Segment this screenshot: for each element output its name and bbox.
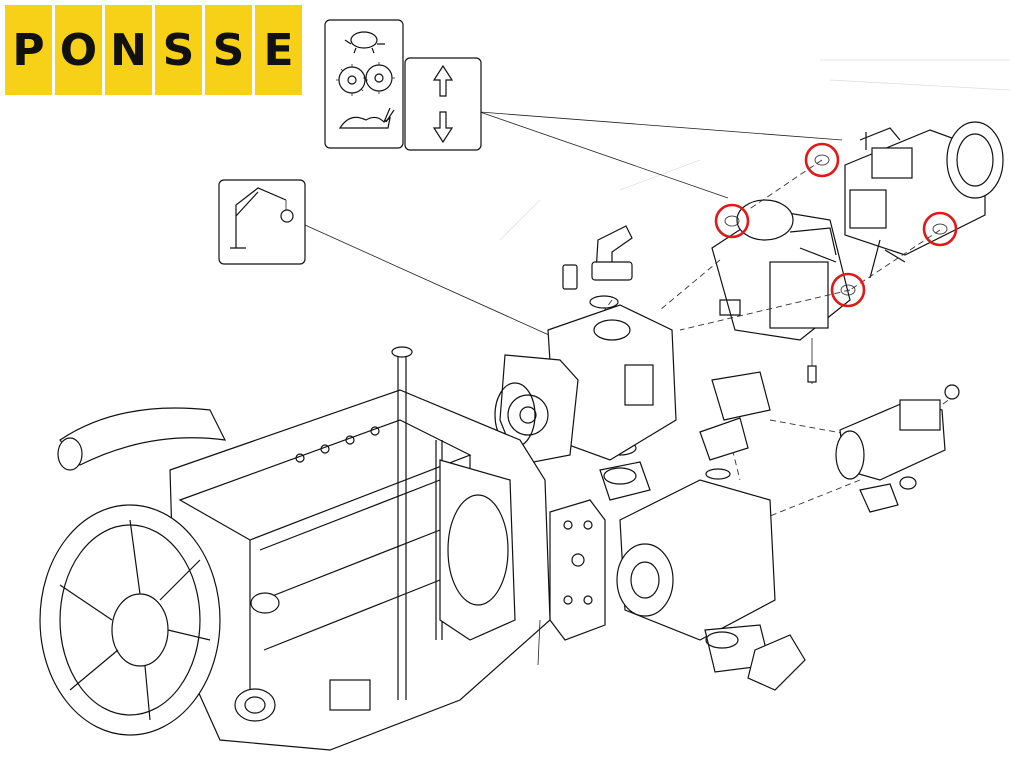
control-pump-unit xyxy=(711,199,851,384)
up-down-arrows-icon xyxy=(404,57,482,151)
ponsse-logo: P O N S S E xyxy=(5,5,302,95)
logo-letter: P xyxy=(12,24,45,76)
hydraulic-elbow-fittings xyxy=(562,225,771,480)
leader-lines xyxy=(304,111,843,341)
gear-pump xyxy=(835,384,960,513)
logo-letter: S xyxy=(162,24,195,76)
logo-letter: E xyxy=(263,24,294,76)
pump-adapter-plate xyxy=(549,499,606,641)
o-ring-highlights xyxy=(714,142,958,308)
crane-icon xyxy=(218,179,306,265)
variable-displacement-pump xyxy=(844,121,1004,279)
faint-background-shapes xyxy=(499,59,1011,241)
logo-letter: O xyxy=(59,24,98,76)
turtle-gears-rabbit-icon xyxy=(324,19,404,149)
lower-hydraulic-pump xyxy=(599,461,806,691)
logo-letter: S xyxy=(212,24,245,76)
logo-letter: N xyxy=(110,24,147,76)
diesel-engine xyxy=(39,346,551,751)
main-hydraulic-pump xyxy=(494,304,677,466)
